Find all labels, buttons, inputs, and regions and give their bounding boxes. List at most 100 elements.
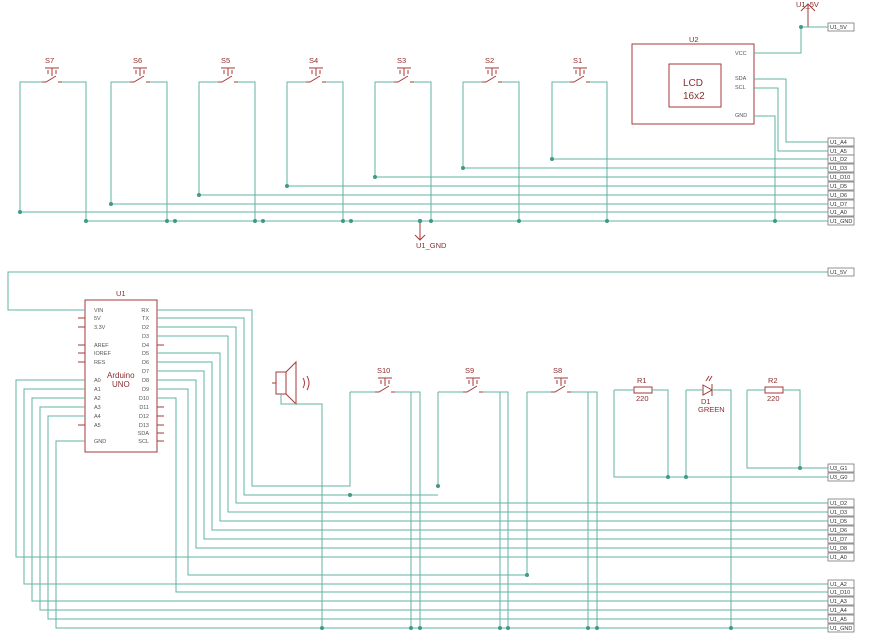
arduino-pin-label: D2 [142,325,149,331]
push-button-label: S9 [465,366,474,375]
net-label-text: U3_G1 [830,466,847,472]
push-button-s10[interactable]: S10 [350,366,422,630]
arduino-pin-group: VIN5V3.3VAREFIOREFRESA0A1A2A3A4A5GNDRXTX… [78,308,164,445]
net-label-text: U1_A5 [830,149,847,155]
arduino-name: Arduino [107,371,135,380]
push-button-s7[interactable]: S7 [18,56,88,223]
arduino-uno[interactable]: U1 Arduino UNO [84,289,158,453]
net-label: U1_A5 [827,146,855,156]
net-label: U1_D6 [827,525,855,535]
arduino-pin-label: SCL [138,439,149,445]
lcd-title: LCD [683,78,703,89]
net-label: U1_D7 [827,199,855,209]
net-label-text: U1_D6 [830,528,847,534]
push-button-label: S1 [573,56,582,65]
arduino-pin-label: 3.3V [94,325,106,331]
power-symbol-gnd: U1_GND [414,220,447,250]
net-label-text: U1_D10 [830,175,850,181]
power-label-gnd: U1_GND [416,241,447,250]
arduino-pin-label: A1 [94,387,101,393]
net-label-text: U1_A0 [830,210,847,216]
net-label: U1_D3 [827,507,855,517]
arduino-pin-label: VIN [94,308,103,314]
net-label-text: U1_D5 [830,184,847,190]
net-label-text: U1_D7 [830,537,847,543]
net-label: U1_D6 [827,190,855,200]
push-button-s6[interactable]: S6 [109,56,177,223]
net-label: U1_D2 [827,154,855,164]
resistor-r1[interactable]: R1 220 [633,376,653,403]
arduino-pin-label: D7 [142,369,149,375]
r1-ref: R1 [637,376,647,385]
bottom-net-labels: U1_5VU3_G1U3_G0U1_D2U1_D3U1_D5U1_D6U1_D7… [827,267,855,633]
top-wiring [20,25,828,223]
arduino-pin-label: GND [94,439,106,445]
arduino-pin-label: D5 [142,351,149,357]
arduino-pin-label: IOREF [94,351,111,357]
arduino-pin-label: TX [142,316,149,322]
net-label-text: U1_D2 [830,157,847,163]
arduino-pin-label: A0 [94,378,101,384]
net-label: U1_5V [827,22,855,32]
net-label: U3_G1 [827,463,855,473]
arduino-pin-label: D9 [142,387,149,393]
r2-ref: R2 [768,376,778,385]
net-label: U1_GND [827,623,855,633]
net-label: U1_D10 [827,587,855,597]
net-label-text: U3_G0 [830,475,847,481]
net-label-text: U1_A2 [830,582,847,588]
power-label-5v: U1_5V [796,0,819,9]
r1-value: 220 [636,394,649,403]
net-label-text: U1_D5 [830,519,847,525]
net-label: U1_D5 [827,516,855,526]
push-button-s4[interactable]: S4 [285,56,353,223]
net-label: U1_D5 [827,181,855,191]
net-label-text: U1_5V [830,270,847,276]
push-button-s2[interactable]: S2 [461,56,521,223]
push-button-label: S8 [553,366,562,375]
push-button-s5[interactable]: S5 [197,56,265,223]
lcd-pin-scl: SCL [735,85,746,91]
net-label: U1_A5 [827,614,855,624]
arduino-pin-label: SDA [138,431,150,437]
lcd-module[interactable]: U2 LCD 16x2 VCC SDA SCL GND [631,35,755,125]
arduino-pin-label: A3 [94,405,101,411]
push-button-label: S2 [485,56,494,65]
arduino-pin-label: D8 [142,378,149,384]
net-label: U1_D3 [827,163,855,173]
net-label: U1_D8 [827,543,855,553]
arduino-pin-label: D3 [142,334,149,340]
push-button-label: S4 [309,56,318,65]
net-label-text: U1_A5 [830,617,847,623]
resistor-r2[interactable]: R2 220 [764,376,784,403]
push-button-s8[interactable]: S8 [527,366,599,630]
push-button-label: S6 [133,56,142,65]
arduino-pin-label: D13 [139,423,149,429]
arduino-pin-label: 5V [94,316,101,322]
net-label: U1_D7 [827,534,855,544]
push-button-s9[interactable]: S9 [438,366,510,630]
push-button-s3[interactable]: S3 [373,56,433,223]
arduino-pin-label: RX [141,308,149,314]
net-label-text: U1_GND [830,219,852,225]
net-label-text: U1_A3 [830,599,847,605]
net-label-text: U1_5V [830,25,847,31]
net-label: U1_A4 [827,605,855,615]
lcd-pin-sda: SDA [735,76,747,82]
net-label-text: U1_D6 [830,193,847,199]
arduino-pin-label: A5 [94,423,101,429]
speaker[interactable] [272,360,310,406]
arduino-pin-label: A2 [94,396,101,402]
net-label: U3_G0 [827,472,855,482]
net-label: U1_D10 [827,172,855,182]
lcd-pin-vcc: VCC [735,51,747,57]
push-button-s1[interactable]: S1 [550,56,609,223]
net-label-text: U1_A0 [830,555,847,561]
top-button-group: S7 S6 S5 S4 S3 S2 S1 [18,56,609,223]
top-net-labels: U1_5VU1_A4U1_A5U1_D2U1_D3U1_D10U1_D5U1_D… [827,22,855,226]
arduino-pin-label: D10 [139,396,149,402]
net-label-text: U1_D8 [830,546,847,552]
arduino-pin-label: RES [94,360,106,366]
led-d1[interactable]: D1 GREEN [698,375,725,414]
